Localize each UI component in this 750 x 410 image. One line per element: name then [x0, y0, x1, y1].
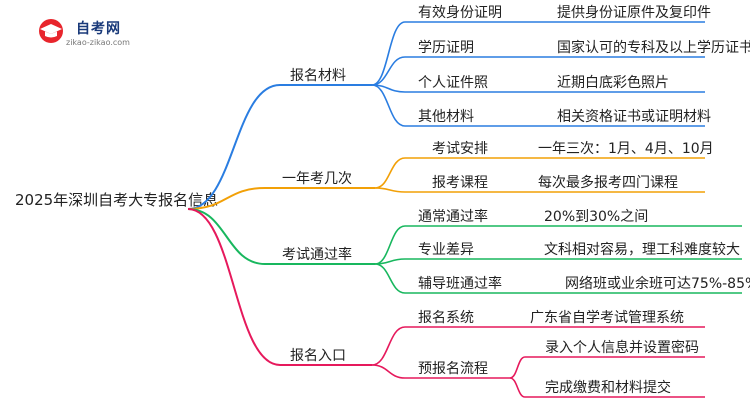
child-connector [374, 258, 406, 265]
detail-label: 提供身份证原件及复印件 [557, 4, 711, 21]
detail-label: 网络班或业余班可达75%-85% [565, 275, 750, 292]
detail-label: 录入个人信息并设置密码 [545, 339, 699, 356]
logo-name: 自考网 [76, 21, 121, 37]
detail-label: 广东省自学考试管理系统 [530, 310, 684, 326]
child-label: 辅导班通过率 [418, 275, 502, 292]
detail-connector [509, 356, 526, 379]
graduation-cap-icon [39, 19, 63, 43]
root-topic: 2025年深圳自考大专报名信息 [15, 191, 218, 209]
branch-label: 报名入口 [290, 348, 346, 364]
detail-label: 完成缴费和材料提交 [545, 379, 671, 396]
child-label: 报考课程 [432, 175, 488, 191]
detail-label: 文科相对容易，理工科难度较大 [544, 241, 740, 258]
branch-connector [187, 187, 266, 210]
detail-label: 每次最多报考四门课程 [538, 174, 678, 191]
child-connector [371, 21, 406, 86]
logo-url: zikao-zikao.com [66, 38, 130, 47]
branch-connector [187, 84, 281, 210]
detail-label: 一年三次：1月、4月、10月 [538, 141, 714, 157]
branch-label: 一年考几次 [282, 171, 352, 187]
child-connector [371, 326, 406, 366]
detail-label: 20%到30%之间 [544, 209, 648, 225]
child-label: 报名系统 [418, 310, 474, 326]
child-label: 学历证明 [418, 40, 474, 56]
branch-connector [187, 208, 266, 265]
detail-label: 国家认可的专科及以上学历证书 [557, 39, 750, 56]
branch-connector [187, 208, 281, 366]
detail-label: 近期白底彩色照片 [557, 74, 669, 91]
child-label: 有效身份证明 [418, 5, 502, 21]
child-label: 其他材料 [418, 109, 474, 125]
child-label: 预报名流程 [418, 361, 488, 377]
logo: 自考网 zikao-zikao.com [36, 14, 146, 48]
child-connector [371, 56, 406, 86]
child-label: 个人证件照 [418, 75, 488, 91]
child-connector [374, 187, 406, 193]
detail-connector [509, 377, 526, 398]
branch-label: 报名材料 [290, 68, 346, 84]
detail-label: 相关资格证书或证明材料 [557, 109, 711, 125]
child-connector [374, 225, 406, 265]
child-label: 考试安排 [432, 141, 488, 157]
child-connector [374, 157, 406, 189]
child-label: 专业差异 [418, 242, 474, 258]
child-connector [371, 84, 406, 127]
child-label: 通常通过率 [418, 208, 488, 225]
child-connector [371, 364, 406, 379]
branch-label: 考试通过率 [282, 246, 352, 263]
child-connector [374, 263, 406, 294]
